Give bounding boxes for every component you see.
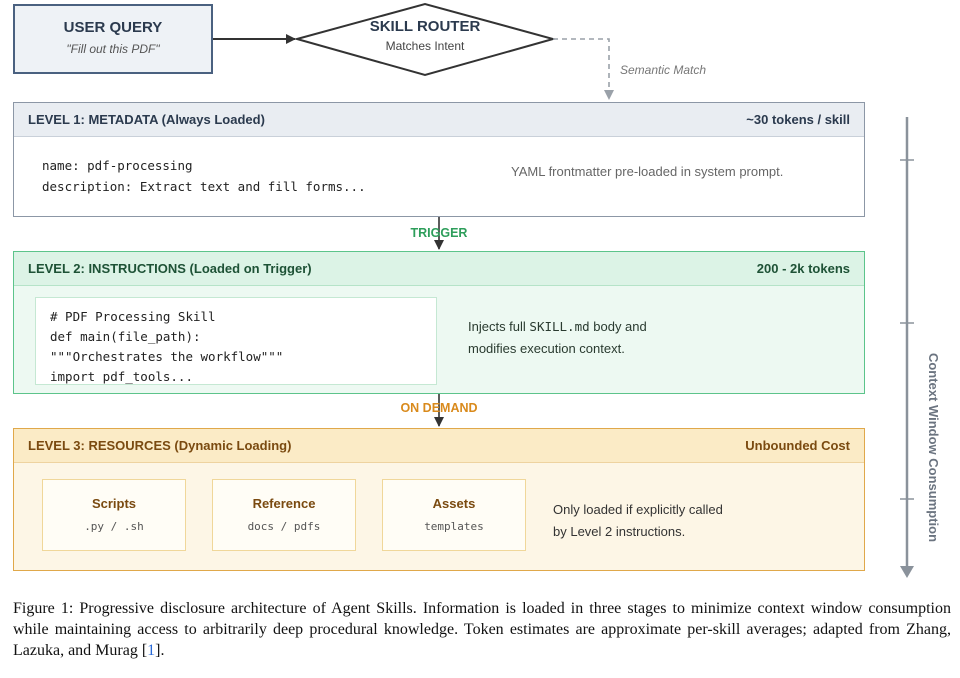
resource-card-meta: .py / .sh <box>84 520 144 533</box>
level3-description: Only loaded if explicitly called by Leve… <box>553 499 723 543</box>
figure-caption: Figure 1: Progressive disclosure archite… <box>13 598 951 661</box>
level2-code-box: # PDF Processing Skill def main(file_path… <box>35 297 437 385</box>
code-line: """Orchestrates the workflow""" <box>50 349 284 364</box>
user-query-title: USER QUERY <box>63 19 163 36</box>
level3-token-cost: Unbounded Cost <box>745 438 850 453</box>
level2-title: LEVEL 2: INSTRUCTIONS (Loaded on Trigger… <box>28 261 312 276</box>
skill-md-filename: SKILL.md <box>529 319 590 334</box>
resource-card-meta: docs / pdfs <box>247 520 321 533</box>
level1-token-cost: ~30 tokens / skill <box>746 112 850 127</box>
code-line: name: pdf-processing <box>42 158 193 173</box>
semantic-match-label: Semantic Match <box>620 63 707 77</box>
skill-router-subtitle: Matches Intent <box>385 39 465 53</box>
level2-desc-text: body and <box>589 319 647 334</box>
user-query-example: "Fill out this PDF" <box>66 42 160 56</box>
level1-description: YAML frontmatter pre-loaded in system pr… <box>511 164 784 179</box>
level1-header: LEVEL 1: METADATA (Always Loaded) ~30 to… <box>14 103 864 137</box>
context-axis-arrowhead <box>900 566 914 578</box>
level2-token-cost: 200 - 2k tokens <box>756 261 850 276</box>
resource-card-reference: Reference docs / pdfs <box>212 479 356 551</box>
citation-link[interactable]: 1 <box>147 642 156 659</box>
level2-description: Injects full SKILL.md body and modifies … <box>468 316 647 360</box>
level2-desc-line2: modifies execution context. <box>468 341 625 356</box>
resource-card-scripts: Scripts .py / .sh <box>42 479 186 551</box>
context-window-label: Context Window Consumption <box>926 352 942 542</box>
semantic-match-arrow <box>553 38 614 100</box>
level2-instructions-panel: LEVEL 2: INSTRUCTIONS (Loaded on Trigger… <box>13 251 865 394</box>
level3-resources-panel: LEVEL 3: RESOURCES (Dynamic Loading) Unb… <box>13 428 865 571</box>
context-axis-label-wrap: Context Window Consumption <box>834 352 960 541</box>
code-line: description: Extract text and fill forms… <box>42 179 366 194</box>
level3-desc-line2: by Level 2 instructions. <box>553 524 686 539</box>
level1-title: LEVEL 1: METADATA (Always Loaded) <box>28 112 265 127</box>
skill-router-title: SKILL ROUTER <box>369 18 481 35</box>
code-line: def main(file_path): <box>50 329 201 344</box>
level1-code: name: pdf-processing description: Extract… <box>42 155 366 197</box>
skill-router: SKILL ROUTER Matches Intent <box>345 18 505 53</box>
code-line: # PDF Processing Skill <box>50 309 216 324</box>
level3-header: LEVEL 3: RESOURCES (Dynamic Loading) Unb… <box>14 429 864 463</box>
resource-card-name: Reference <box>252 496 316 511</box>
resource-card-name: Assets <box>432 496 476 511</box>
level2-code: # PDF Processing Skill def main(file_path… <box>50 307 283 387</box>
trigger-label: TRIGGER <box>410 226 468 240</box>
level2-desc-text: Injects full <box>468 319 530 334</box>
user-query-box: USER QUERY "Fill out this PDF" <box>13 4 213 74</box>
level3-title: LEVEL 3: RESOURCES (Dynamic Loading) <box>28 438 292 453</box>
code-line: import pdf_tools... <box>50 369 193 384</box>
resource-card-name: Scripts <box>91 496 137 511</box>
level2-header: LEVEL 2: INSTRUCTIONS (Loaded on Trigger… <box>14 252 864 286</box>
caption-text: Figure 1: Progressive disclosure archite… <box>13 600 951 659</box>
caption-end: ]. <box>155 642 165 659</box>
on-demand-label: ON DEMAND <box>400 401 478 415</box>
level1-metadata-panel: LEVEL 1: METADATA (Always Loaded) ~30 to… <box>13 102 865 217</box>
resource-card-assets: Assets templates <box>382 479 526 551</box>
resource-card-meta: templates <box>424 520 484 533</box>
level3-desc-line1: Only loaded if explicitly called <box>553 502 723 517</box>
